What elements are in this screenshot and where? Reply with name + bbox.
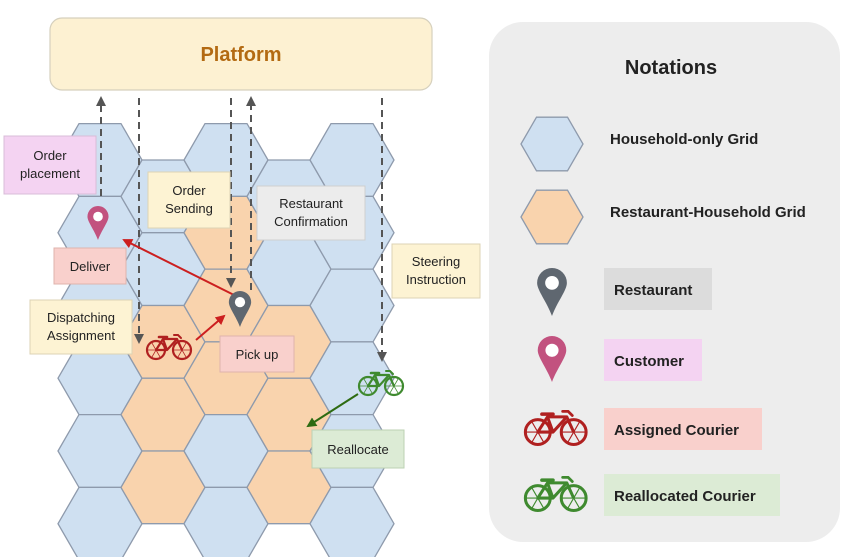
label-restaurant-confirmation: Restaurant Confirmation (256, 185, 366, 241)
hexagon-blue-icon (520, 116, 584, 172)
label-order-placement: Order placement (3, 135, 97, 195)
label-deliver: Deliver (53, 247, 127, 285)
label-order-sending: Order Sending (147, 171, 231, 229)
notations-title: Notations (625, 57, 717, 79)
reallocated-bike-icon (523, 476, 588, 513)
svg-text:Dispatching: Dispatching (47, 310, 115, 325)
restaurant-pin-icon (228, 291, 252, 327)
svg-text:Reallocate: Reallocate (327, 442, 388, 457)
notations-panel: Notations Household-only Grid Restaurant… (489, 22, 840, 542)
svg-text:Restaurant: Restaurant (279, 196, 343, 211)
notation-label-customer: Customer (614, 353, 684, 370)
notation-label-reallocated: Reallocated Courier (614, 488, 756, 505)
label-dispatching-assignment: Dispatching Assignment (29, 299, 133, 355)
svg-text:Steering: Steering (412, 254, 460, 269)
notation-label-restaurant: Restaurant (614, 282, 692, 299)
svg-text:Instruction: Instruction (406, 272, 466, 287)
household-hex (309, 486, 395, 557)
svg-text:Deliver: Deliver (70, 259, 111, 274)
svg-text:Confirmation: Confirmation (274, 214, 348, 229)
customer-pin-icon (537, 336, 567, 382)
hexagon-orange-icon (520, 189, 584, 245)
svg-text:Assignment: Assignment (47, 328, 115, 343)
svg-text:Order: Order (172, 183, 206, 198)
svg-text:Order: Order (33, 148, 67, 163)
reallocated-courier-icon (357, 370, 405, 397)
notation-label-restaurant-grid: Restaurant-Household Grid (610, 204, 806, 221)
platform-title: Platform (200, 44, 281, 66)
svg-text:Sending: Sending (165, 201, 213, 216)
pickup-arrow (195, 314, 226, 341)
assigned-bike-icon (523, 410, 588, 447)
svg-text:placement: placement (20, 166, 80, 181)
notation-label-household: Household-only Grid (610, 131, 758, 148)
platform-box: Platform (49, 17, 433, 91)
customer-pin-icon (87, 206, 109, 240)
label-reallocate: Reallocate (311, 429, 405, 469)
svg-text:Pick up: Pick up (236, 347, 279, 362)
label-pick-up: Pick up (219, 335, 295, 373)
deliver-arrow (122, 239, 237, 297)
restaurant-pin-icon (537, 268, 567, 316)
assigned-courier-icon (145, 334, 193, 361)
reallocate-arrow (306, 393, 359, 428)
notation-label-assigned: Assigned Courier (614, 422, 739, 439)
dashed-arrows (96, 96, 387, 362)
label-steering-instruction: Steering Instruction (391, 243, 481, 299)
